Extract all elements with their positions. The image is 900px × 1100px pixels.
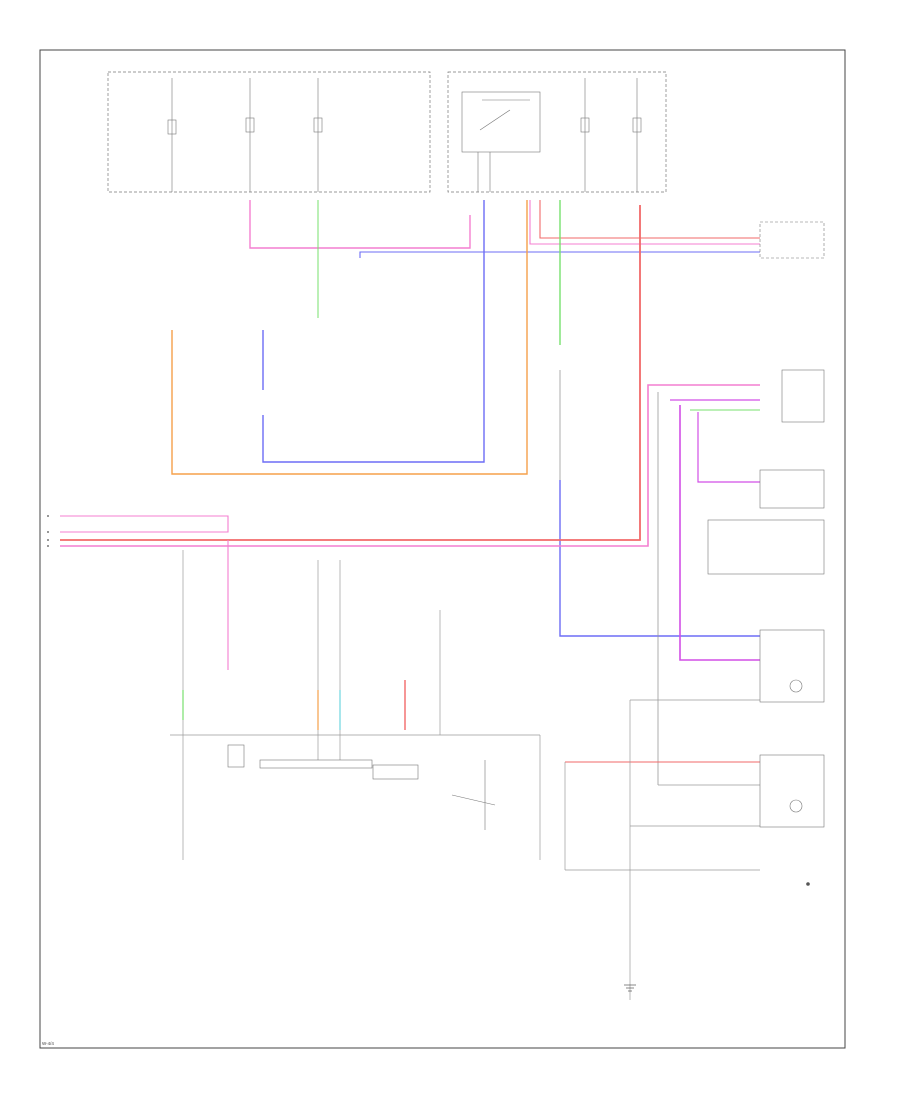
heater-connector: [759, 221, 825, 259]
wire-bus-pink-2: [60, 515, 229, 533]
engine-room-relay-block: [447, 71, 667, 193]
wire-red-top: [539, 200, 760, 239]
lamp-assembly-1: [759, 629, 825, 703]
lower-gray-wires: [170, 550, 760, 1000]
switch-box-right: [759, 469, 825, 509]
fuse-group-left: [167, 78, 323, 192]
page-number: W-4/4: [42, 1041, 54, 1046]
left-terminals: [47, 515, 49, 547]
junction-block-lower: [259, 759, 373, 769]
wire-violet-2: [679, 405, 760, 661]
lamp-assembly-2: [759, 754, 825, 828]
switch-lower: [227, 744, 245, 768]
wire-pink-top-2: [529, 200, 760, 245]
wire-blue-top: [359, 251, 760, 258]
ground-symbol-bottom: [624, 984, 636, 992]
instrument-panel-junction-block: [107, 71, 431, 193]
relay-group-right: [461, 78, 642, 192]
wire-blue-lower: [559, 480, 760, 637]
switch-lower-lever: [451, 794, 496, 806]
lamp-bulb-1: [789, 679, 803, 693]
wire-bus-red: [60, 205, 641, 541]
wire-violet-3: [697, 412, 760, 483]
ground-dot: [806, 882, 810, 886]
wire-orange: [171, 200, 528, 475]
wire-bus-pink: [60, 384, 760, 547]
diagram-frame: [39, 49, 846, 1049]
wire-blue-loop: [262, 200, 485, 463]
relay-lower: [372, 764, 419, 780]
wire-pink-top: [249, 200, 471, 249]
connector-block-right: [781, 369, 825, 423]
switch-box-right-2: [707, 519, 825, 575]
lamp-bulb-2: [789, 799, 803, 813]
